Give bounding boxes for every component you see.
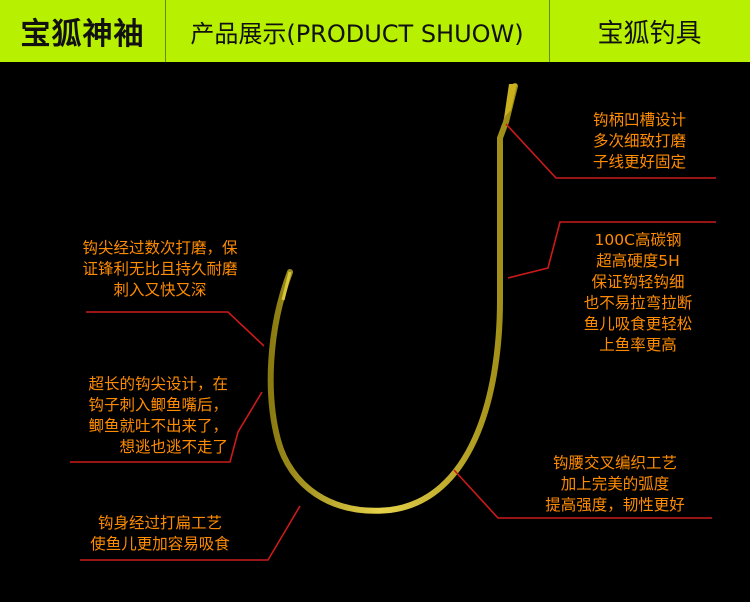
annotation-long-point: 超长的钩尖设计，在 钩子刺入鲫鱼嘴后， 鲫鱼就吐不出来了， 想逃也逃不走了 (88, 375, 228, 456)
hook-body (267, 83, 518, 514)
annotation-flattened: 钩身经过打扁工艺 使鱼儿更加容易吸食 (90, 514, 230, 553)
leader-line-bend (453, 469, 712, 519)
header-bar: 宝狐神袖 产品展示(PRODUCT SHUOW) 宝狐钓具 (0, 0, 750, 62)
leader-line-long-point (70, 391, 263, 463)
annotation-material: 100C高碳钢 超高硬度5H 保证钩轻钩细 也不易拉弯拉断 鱼儿吸食更轻松 上鱼… (583, 231, 693, 354)
shop-name: 宝狐钓具 (597, 18, 702, 49)
header-divider (165, 0, 166, 62)
leader-line-point (86, 311, 265, 347)
header-divider (549, 0, 550, 62)
brand-name: 宝狐神袖 (20, 17, 145, 52)
hook-eye (504, 84, 517, 118)
leader-lines (70, 123, 716, 561)
annotation-point-sharp: 钩尖经过数次打磨，保 证锋利无比且持久耐磨 刺入又快又深 (82, 239, 238, 299)
annotation-bend: 钩腰交叉编织工艺 加上完美的弧度 提高强度，韧性更好 (545, 454, 685, 514)
leader-line-flattened (80, 505, 301, 561)
leader-line-shank (505, 123, 716, 179)
page-title: 产品展示(PRODUCT SHUOW) (190, 19, 524, 48)
hook-point (281, 271, 292, 301)
annotation-shank-groove: 钩柄凹槽设计 多次细致打磨 子线更好固定 (592, 111, 686, 171)
leader-line-material (507, 221, 716, 279)
